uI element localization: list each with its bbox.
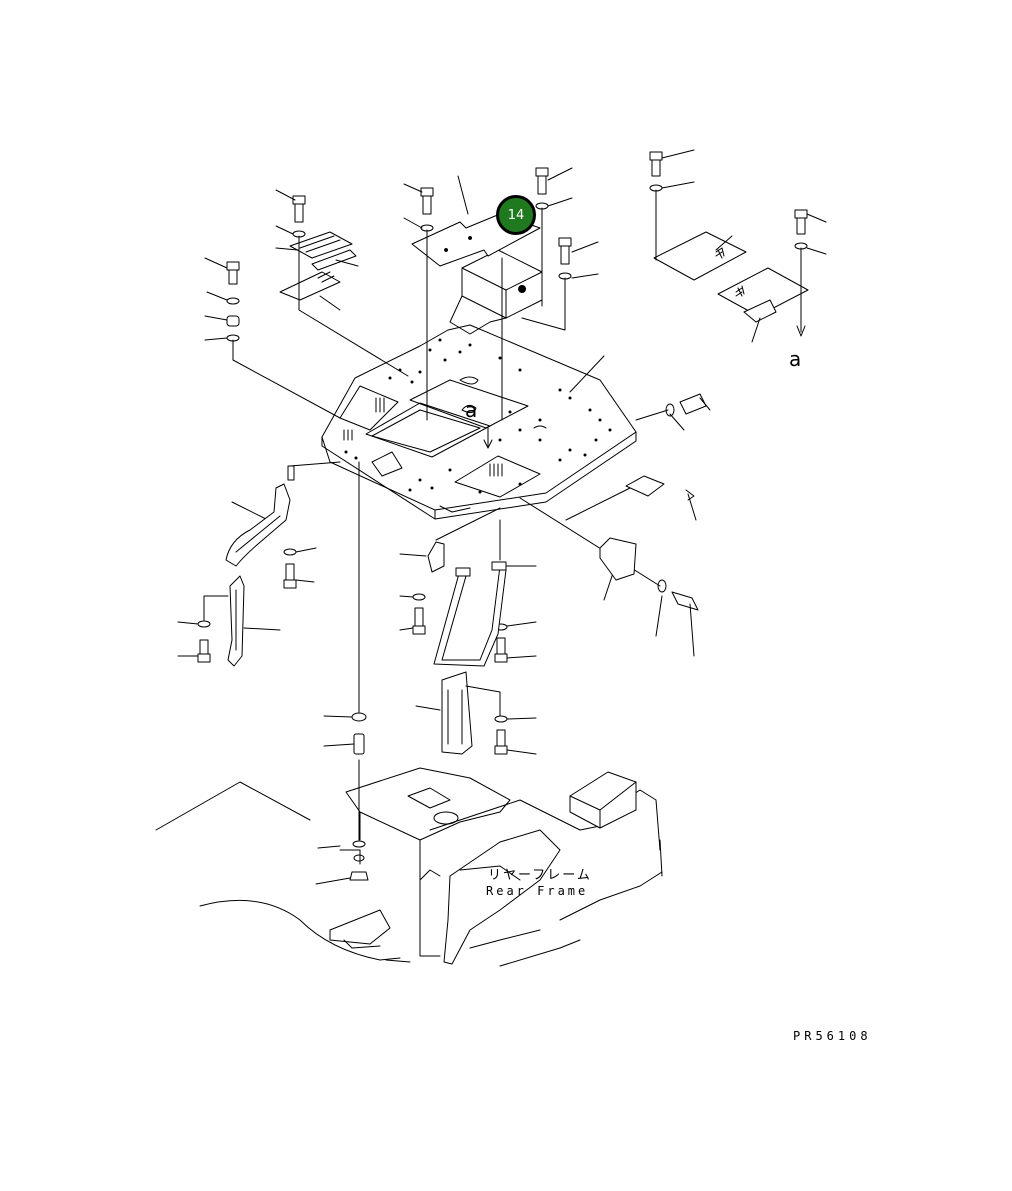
left-brackets xyxy=(203,465,295,667)
view-marker-a: a xyxy=(465,398,478,422)
floor-plate xyxy=(321,324,637,520)
cover-bracket xyxy=(449,249,543,335)
rear-frame xyxy=(155,767,663,967)
part-leader-lines xyxy=(177,149,827,885)
right-side-brackets xyxy=(599,475,695,581)
callout-badge-number: 14 xyxy=(507,207,525,223)
assembly-guide-lines xyxy=(232,189,806,841)
drawing-number: PR56108 xyxy=(793,1029,872,1043)
rear-frame-label-japanese: リヤーフレーム xyxy=(488,868,592,883)
top-left-brackets xyxy=(279,231,357,301)
center-brackets xyxy=(427,541,507,755)
callout-badge[interactable]: 14 xyxy=(496,195,536,235)
view-marker-a: a xyxy=(789,347,802,371)
rear-frame-label-english: Rear Frame xyxy=(486,884,589,898)
top-right-cover-plates xyxy=(653,231,809,323)
